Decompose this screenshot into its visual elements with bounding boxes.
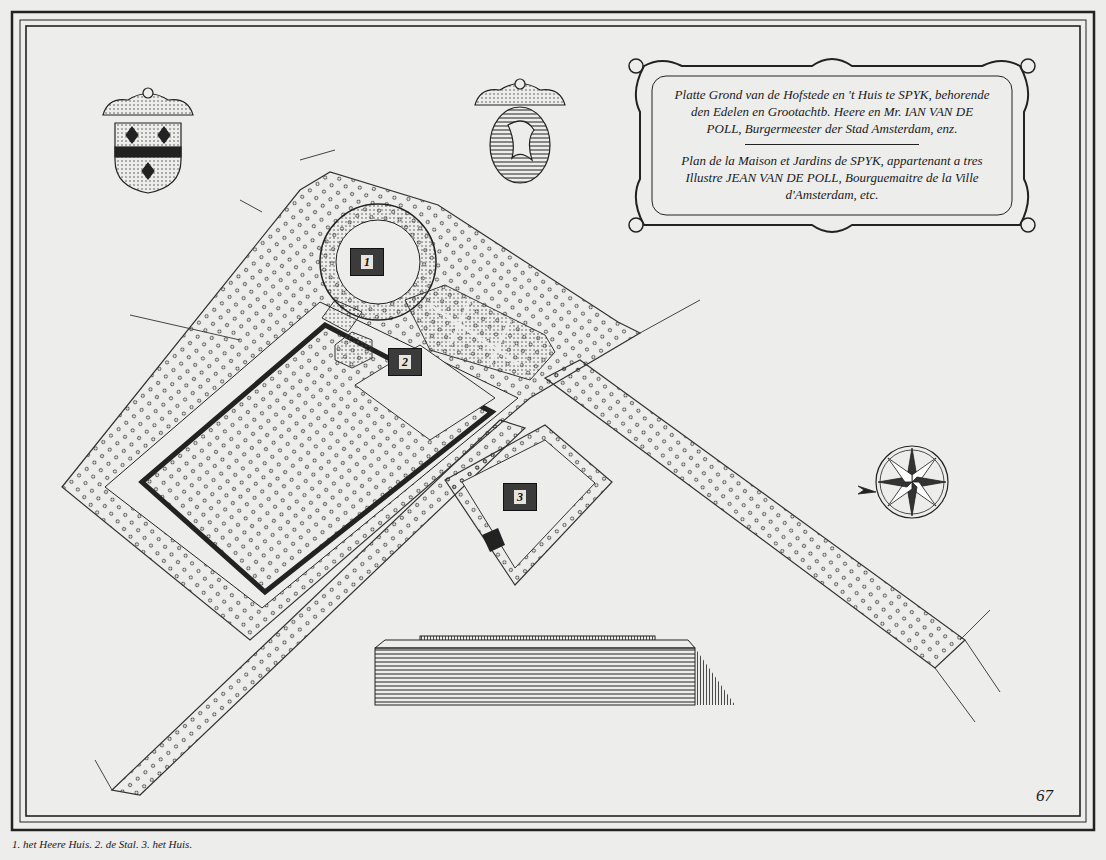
title-cartouche: Platte Grond van de Hofstede en 't Huis … bbox=[622, 52, 1042, 239]
building-plan: 3 bbox=[503, 483, 537, 511]
dutch-title: Platte Grond van de Hofstede en 't Huis … bbox=[674, 86, 990, 137]
building-plan: 1 bbox=[350, 248, 384, 276]
callout-number: 2 bbox=[399, 355, 411, 369]
french-title: Plan de la Maison et Jardins de SPYK, ap… bbox=[674, 152, 990, 203]
page-number: 67 bbox=[1034, 786, 1055, 806]
callout-number: 1 bbox=[361, 255, 373, 269]
callout-number: 3 bbox=[514, 490, 526, 504]
separator-rule bbox=[745, 144, 919, 145]
building-plan: 2 bbox=[388, 348, 422, 376]
cartouche-frame bbox=[622, 52, 1042, 239]
key-caption: 1. het Heere Huis. 2. de Stal. 3. het Hu… bbox=[12, 838, 192, 850]
